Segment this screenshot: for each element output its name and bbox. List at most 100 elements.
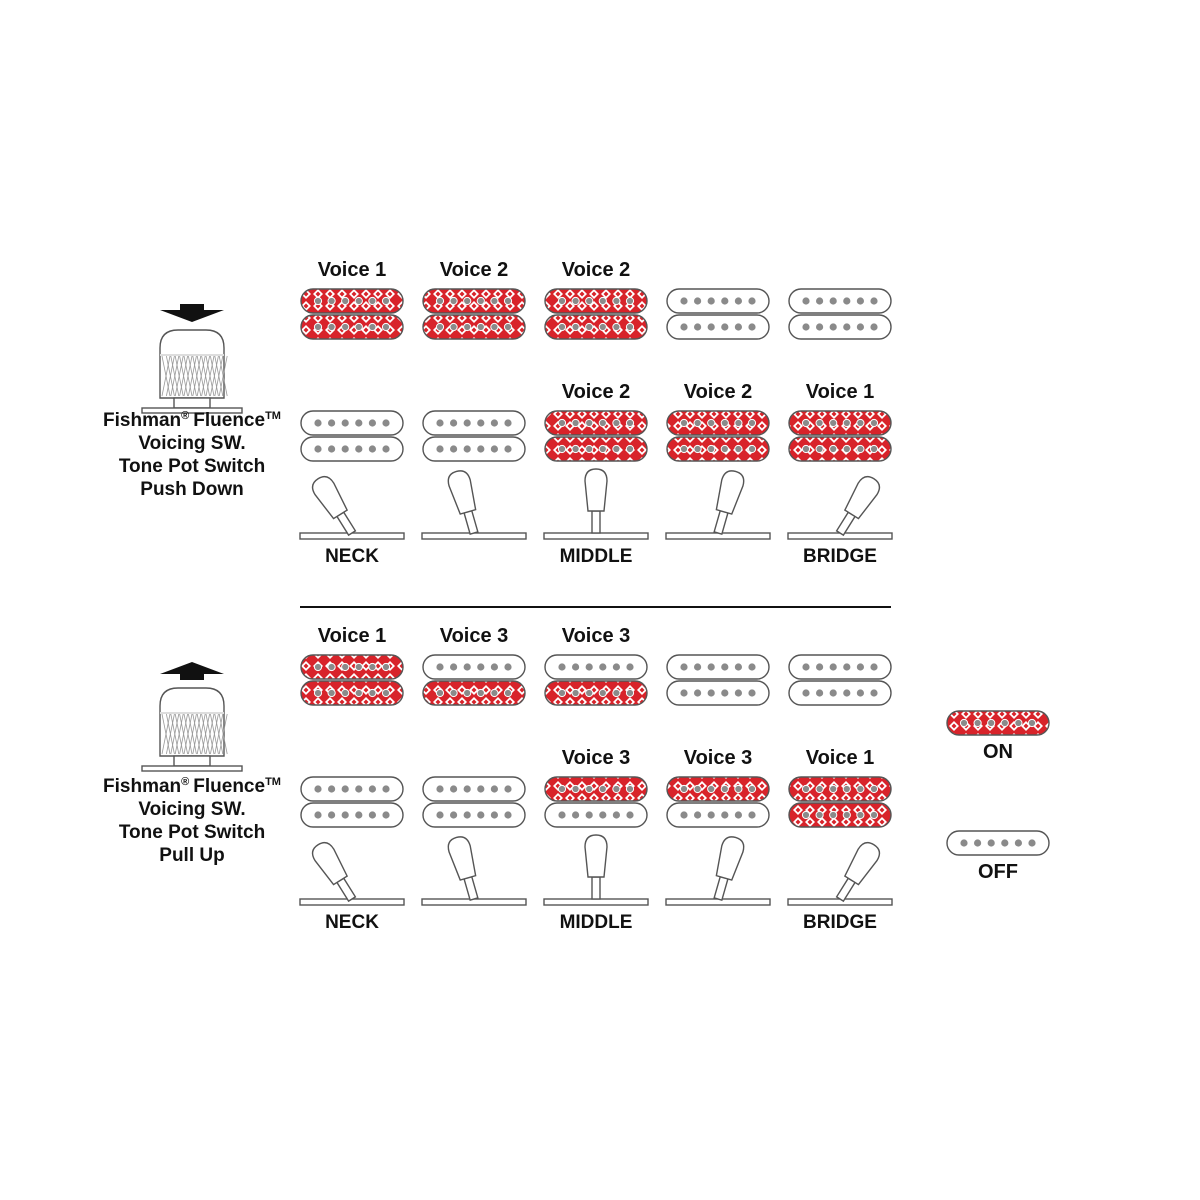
humbucker-pickup [544, 654, 648, 706]
caption-product-mark: TM [265, 410, 281, 422]
pickup-coil-top [422, 410, 526, 436]
push-down-section: Fishman® FluenceTM Voicing SW.Tone Pot Swi… [103, 259, 893, 567]
caption-line-2: Voicing SW. [138, 433, 245, 454]
legend-off-swatch [946, 830, 1050, 856]
humbucker-pickup [422, 776, 526, 828]
pickup-selector-position [421, 836, 527, 906]
selector-lever [835, 475, 881, 537]
caption-line-2: Voicing SW. [138, 799, 245, 820]
tone-knob-icon [141, 687, 243, 772]
pickup-coil-top [666, 654, 770, 680]
pickup-coil-top [300, 288, 404, 314]
voice-label: Voice 1 [806, 747, 875, 769]
humbucker-pickup [422, 654, 526, 706]
humbucker-pickup [788, 776, 892, 828]
up-arrow-icon [160, 662, 224, 680]
caption-line-3: Tone Pot Switch [119, 822, 265, 843]
caption-product-mark: TM [265, 776, 281, 788]
pickup-coil-bottom [300, 436, 404, 462]
position-label: BRIDGE [803, 546, 877, 567]
humbucker-pickup [544, 410, 648, 462]
pickup-coil-bottom [300, 802, 404, 828]
humbucker-pickup [788, 654, 892, 706]
pickup-coil-top [788, 776, 892, 802]
pickup-coil-bottom [300, 680, 404, 706]
pickup-coil-top [544, 410, 648, 436]
pickup-coil-bottom [422, 680, 526, 706]
pickup-coil-top [422, 776, 526, 802]
caption-brand-line: Fishman® FluenceTM [103, 410, 281, 431]
caption-product: Fluence [193, 776, 265, 797]
caption-brand-line: Fishman® FluenceTM [103, 776, 281, 797]
position-label: NECK [325, 546, 379, 567]
voice-label: Voice 1 [318, 259, 387, 281]
pickup-coil-bottom [544, 314, 648, 340]
humbucker-pickup [300, 410, 404, 462]
selector-lever [713, 836, 745, 901]
legend-on-label: ON [983, 741, 1013, 763]
caption-line-3: Tone Pot Switch [119, 456, 265, 477]
pickup-coil-top [666, 410, 770, 436]
voice-label: Voice 2 [562, 381, 631, 403]
pickup-coil-top [544, 654, 648, 680]
position-label: MIDDLE [560, 546, 633, 567]
pickup-coil-bottom [422, 802, 526, 828]
caption-brand-mark: ® [181, 776, 189, 788]
voice-label: Voice 3 [562, 625, 631, 647]
humbucker-pickup [788, 288, 892, 340]
tone-knob-icon [141, 329, 243, 414]
voice-label: Voice 2 [562, 259, 631, 281]
pickup-selector-position [787, 475, 893, 540]
humbucker-pickup [666, 654, 770, 706]
pickup-coil-top [788, 288, 892, 314]
pickup-coil-bottom [788, 802, 892, 828]
pickup-coil-bottom [666, 680, 770, 706]
pickup-coil-bottom [666, 314, 770, 340]
caption-product: Fluence [193, 410, 265, 431]
pickup-coil-top [300, 776, 404, 802]
pickup-selector-position [543, 468, 649, 540]
voice-label: Voice 3 [440, 625, 509, 647]
humbucker-pickup [666, 288, 770, 340]
pickup-coil-bottom [666, 802, 770, 828]
pickup-coil-bottom [788, 314, 892, 340]
pickup-coil-bottom [300, 314, 404, 340]
pull-up-section: Fishman® FluenceTM Voicing SW.Tone Pot Swi… [103, 625, 893, 933]
pickup-coil-bottom [544, 680, 648, 706]
pickup-coil-top [666, 288, 770, 314]
humbucker-pickup [788, 410, 892, 462]
pickup-coil-bottom [544, 802, 648, 828]
caption-brand: Fishman [103, 776, 181, 797]
switch-caption: Fishman® FluenceTM Voicing SW.Tone Pot Swi… [103, 776, 281, 866]
legend-on-swatch [946, 710, 1050, 736]
humbucker-pickup [300, 288, 404, 340]
selector-lever [713, 470, 745, 535]
voice-label: Voice 3 [684, 747, 753, 769]
voice-label: Voice 2 [684, 381, 753, 403]
pickup-coil-top [544, 776, 648, 802]
humbucker-pickup [666, 776, 770, 828]
pickup-selector-position [299, 841, 405, 906]
humbucker-pickup [422, 288, 526, 340]
voice-label: Voice 1 [806, 381, 875, 403]
pickup-coil-bottom [666, 436, 770, 462]
pickup-coil-bottom [544, 436, 648, 462]
selector-lever [584, 468, 608, 534]
down-arrow-icon [160, 304, 224, 322]
pickup-coil-bottom [422, 314, 526, 340]
pickup-coil-top [300, 410, 404, 436]
legend-off-label: OFF [978, 861, 1018, 883]
caption-brand-mark: ® [181, 410, 189, 422]
pickup-coil-bottom [422, 436, 526, 462]
pickup-coil-top [422, 288, 526, 314]
selector-lever [447, 836, 479, 901]
tone-pot-switch [141, 304, 243, 414]
pickup-selector-position [665, 836, 771, 906]
pickup-coil-top [300, 654, 404, 680]
selector-lever [835, 841, 881, 903]
pickup-coil-bottom [788, 680, 892, 706]
voice-label: Voice 2 [440, 259, 509, 281]
caption-brand: Fishman [103, 410, 181, 431]
humbucker-pickup [666, 410, 770, 462]
